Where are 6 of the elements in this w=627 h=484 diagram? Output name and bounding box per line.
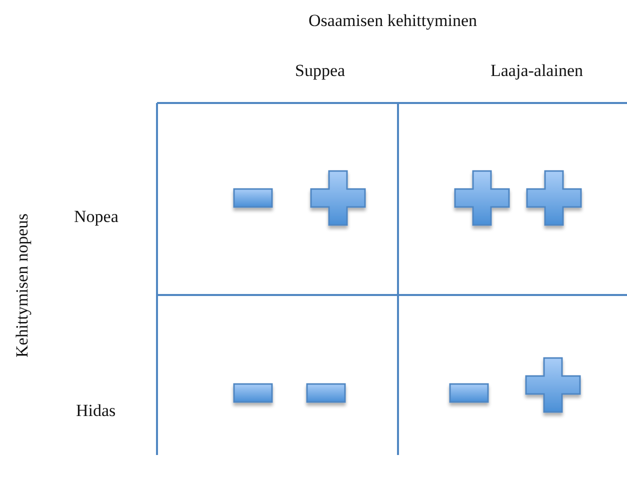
column-label: Laaja-alainen (490, 62, 583, 78)
column-label: Suppea (295, 62, 346, 78)
axis-title: Osaamisen kehittyminen (308, 12, 478, 28)
row-label: Nopea (74, 208, 118, 224)
row-label: Hidas (76, 402, 116, 418)
axis-title: Kehittymisen nopeus (14, 213, 30, 357)
